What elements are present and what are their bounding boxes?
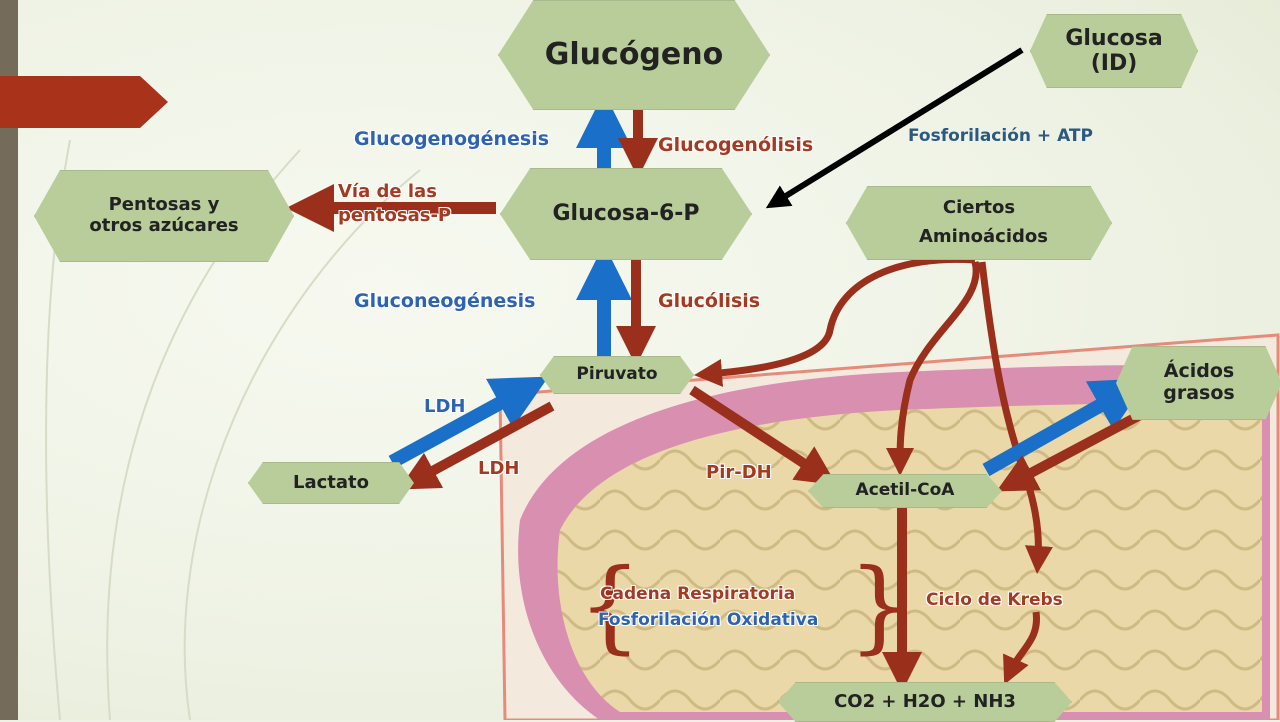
node-piruvato: Piruvato <box>540 356 694 394</box>
node-glucosa-6-p: Glucosa-6-P <box>500 168 752 260</box>
label-glucogenogenesis: Glucogenogénesis <box>354 128 550 150</box>
mitochondrion-image <box>498 333 1280 720</box>
label-gluconeogenesis: Gluconeogénesis <box>354 290 536 312</box>
label-glucolisis: Glucólisis <box>658 290 761 312</box>
right-brace: } <box>848 547 912 664</box>
node-acidos-grasos: Ácidos grasos <box>1116 346 1280 420</box>
node-glucogeno: Glucógeno <box>498 0 770 110</box>
left-decor-bar <box>0 0 18 720</box>
node-co2: CO2 + H2O + NH3 <box>778 682 1072 722</box>
label-pir-dh: Pir-DH <box>706 462 772 483</box>
node-acetil-coa: Acetil-CoA <box>808 474 1002 508</box>
node-glucosa-id: Glucosa (ID) <box>1030 14 1198 88</box>
red-decor-tab <box>0 76 168 128</box>
label-ldh-top: LDH <box>424 396 466 417</box>
left-brace: { <box>578 547 642 664</box>
label-cadena-respiratoria: Cadena Respiratoria <box>600 584 796 604</box>
label-fosforilacion-oxidativa: Fosforilación Oxidativa <box>598 610 819 630</box>
label-via-pentosas: Vía de las pentosas-P <box>338 181 452 227</box>
label-ldh-bottom: LDH <box>478 458 520 479</box>
label-glucogenolisis: Glucogenólisis <box>658 134 814 156</box>
node-aminoacidos: Ciertos Aminoácidos <box>846 186 1112 260</box>
node-lactato: Lactato <box>248 462 414 504</box>
node-pentosas: Pentosas y otros azúcares <box>34 170 294 262</box>
label-fosforilacion-atp: Fosforilación + ATP <box>908 126 1093 146</box>
label-ciclo-krebs: Ciclo de Krebs <box>926 590 1063 610</box>
